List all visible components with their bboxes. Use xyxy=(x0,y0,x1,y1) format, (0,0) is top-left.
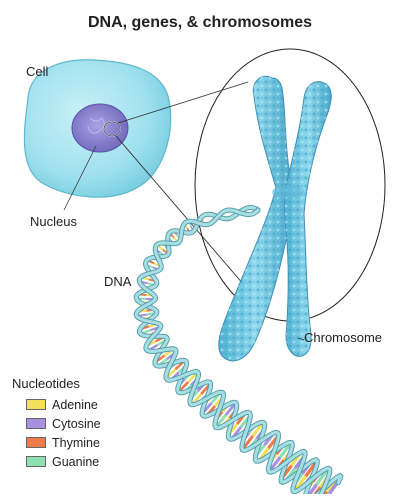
legend-label: Guanine xyxy=(52,455,99,469)
legend-item-adenine: Adenine xyxy=(12,395,101,414)
cell-label: Cell xyxy=(26,64,48,79)
nucleotide-legend: Nucleotides Adenine Cytosine Thymine Gua… xyxy=(12,376,101,471)
nucleus-label: Nucleus xyxy=(30,214,77,229)
legend-swatch xyxy=(26,399,46,410)
legend-title: Nucleotides xyxy=(12,376,101,391)
chromosome xyxy=(219,76,332,361)
legend-label: Cytosine xyxy=(52,417,101,431)
legend-item-cytosine: Cytosine xyxy=(12,414,101,433)
legend-label: Thymine xyxy=(52,436,100,450)
zoom-line-bottom xyxy=(116,136,250,292)
legend-swatch xyxy=(26,418,46,429)
legend-swatch xyxy=(26,437,46,448)
legend-swatch xyxy=(26,456,46,467)
chromosome-label: Chromosome xyxy=(304,330,382,345)
legend-item-guanine: Guanine xyxy=(12,452,101,471)
legend-label: Adenine xyxy=(52,398,98,412)
diagram-title: DNA, genes, & chromosomes xyxy=(0,14,400,32)
dna-label: DNA xyxy=(104,274,131,289)
legend-item-thymine: Thymine xyxy=(12,433,101,452)
